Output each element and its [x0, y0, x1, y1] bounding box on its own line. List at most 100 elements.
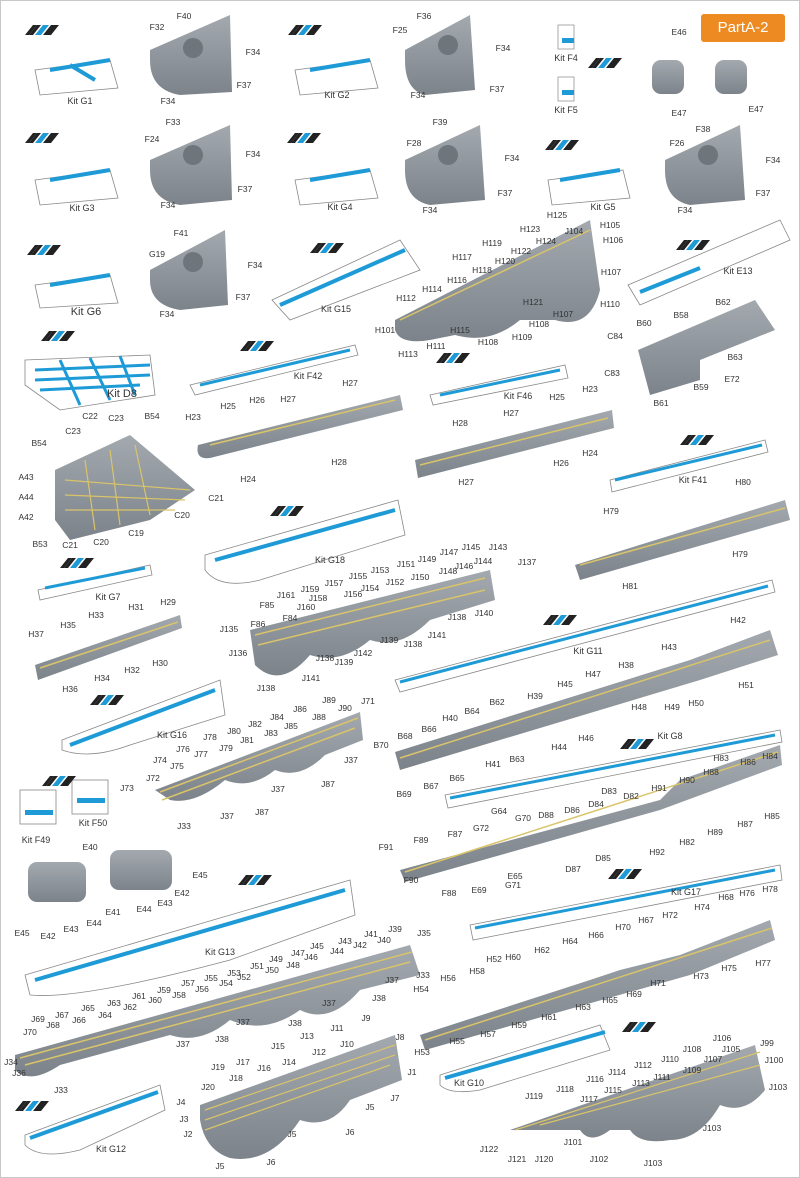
kit-d8-outline: [24, 354, 156, 411]
part-callout: J136: [228, 647, 248, 658]
part-callout: J87: [321, 778, 335, 789]
part-j-resin-135: [250, 570, 495, 676]
part-callout: F38: [695, 123, 711, 134]
part-callout: H76: [739, 887, 755, 898]
kit-label: Kit F41: [678, 475, 708, 485]
part-callout: C23: [108, 412, 124, 423]
part-callout: H83: [713, 752, 729, 763]
part-callout: H28: [452, 417, 468, 428]
part-callout: J70: [23, 1026, 37, 1037]
part-callout: E47: [671, 107, 687, 118]
kit-label: Kit F4: [554, 53, 578, 63]
part-callout: B61: [653, 397, 669, 408]
part-callout: H77: [755, 957, 771, 968]
kit-label: Kit G17: [670, 887, 702, 897]
part-callout: B58: [673, 309, 689, 320]
part-callout: J57: [181, 977, 195, 988]
part-callout: F37: [755, 187, 771, 198]
part-callout: H57: [480, 1028, 496, 1039]
photo-etch-stripe-icon: [60, 555, 94, 568]
part-callout: J158: [308, 592, 328, 603]
part-callout: J14: [282, 1056, 296, 1067]
part-d-resin: [400, 745, 782, 882]
part-callout: J51: [250, 960, 264, 971]
part-callout: H28: [331, 456, 347, 467]
part-callout: H117: [452, 251, 472, 262]
part-callout: H25: [220, 400, 236, 411]
part-b-resin: [638, 300, 775, 395]
kit-label: Kit F49: [21, 835, 51, 845]
part-callout: H121: [522, 296, 544, 307]
part-callout: F34: [247, 259, 263, 270]
part-callout: F34: [245, 46, 261, 57]
part-callout: J60: [148, 994, 162, 1005]
kit-g2-outline: [294, 58, 379, 96]
part-callout: H40: [442, 712, 458, 723]
part-callout: H82: [679, 836, 695, 847]
part-callout: J118: [556, 1083, 574, 1094]
part-callout: J143: [488, 541, 508, 552]
part-callout: H80: [735, 476, 751, 487]
part-callout: J38: [288, 1017, 302, 1028]
part-callout: H107: [552, 308, 574, 319]
part-callout: G71: [504, 879, 522, 890]
part-callout: J37: [271, 783, 285, 794]
part-callout: J103: [702, 1122, 722, 1133]
part-callout: F86: [250, 618, 266, 629]
part-callout: C20: [93, 536, 109, 547]
part-callout: C83: [604, 367, 620, 378]
part-callout: J38: [215, 1033, 229, 1044]
part-callout: J77: [194, 748, 208, 759]
part-h-resin-42: [395, 630, 778, 770]
part-callout: J53: [227, 967, 241, 978]
part-callout: F89: [413, 834, 429, 845]
part-callout: J71: [361, 695, 375, 706]
part-callout: E72: [724, 373, 740, 384]
part-callout: J64: [98, 1009, 112, 1020]
part-callout: H56: [440, 972, 456, 983]
part-callout: H123: [519, 223, 541, 234]
photo-etch-stripe-icon: [288, 22, 322, 35]
part-callout: J157: [324, 577, 344, 588]
part-callout: F85: [259, 599, 275, 610]
part-callout: F37: [235, 291, 251, 302]
part-callout: E44: [86, 917, 102, 928]
part-callout: E46: [671, 26, 687, 37]
part-callout: H91: [651, 782, 667, 793]
part-callout: J61: [132, 990, 146, 1001]
part-c-resin: [55, 435, 195, 540]
part-callout: B63: [509, 753, 525, 764]
part-callout: B64: [464, 705, 480, 716]
part-callout: J73: [120, 782, 134, 793]
part-callout: J161: [276, 589, 296, 600]
part-callout: J99: [760, 1037, 774, 1048]
part-callout: J90: [338, 702, 352, 713]
part-callout: H42: [730, 614, 746, 625]
part-callout: J138: [403, 638, 423, 649]
kit-f46-outline: [429, 364, 569, 406]
part-callout: H24: [582, 447, 598, 458]
photo-etch-stripe-icon: [680, 432, 714, 445]
kit-g18-outline: [204, 499, 406, 584]
part-callout: J50: [265, 964, 279, 975]
part-callout: H47: [585, 668, 601, 679]
part-callout: F34: [245, 148, 261, 159]
part-callout: H86: [740, 756, 756, 767]
kit-f50-outline: [71, 779, 109, 815]
part-callout: J6: [266, 1156, 276, 1167]
part-callout: F34: [410, 89, 426, 100]
photo-etch-stripe-icon: [42, 773, 76, 786]
part-callout: H32: [124, 664, 140, 675]
part-callout: H44: [551, 741, 567, 752]
part-callout: H66: [588, 929, 604, 940]
part-callout: B53: [32, 538, 48, 549]
kit-label: Kit F5: [554, 105, 578, 115]
part-callout: J138: [256, 682, 276, 693]
part-callout: J2: [183, 1128, 193, 1139]
kit-f41-outline: [609, 439, 769, 493]
part-callout: E69: [471, 884, 487, 895]
part-callout: F34: [677, 204, 693, 215]
part-callout: H79: [732, 548, 748, 559]
kit-g1-outline: [34, 58, 119, 96]
